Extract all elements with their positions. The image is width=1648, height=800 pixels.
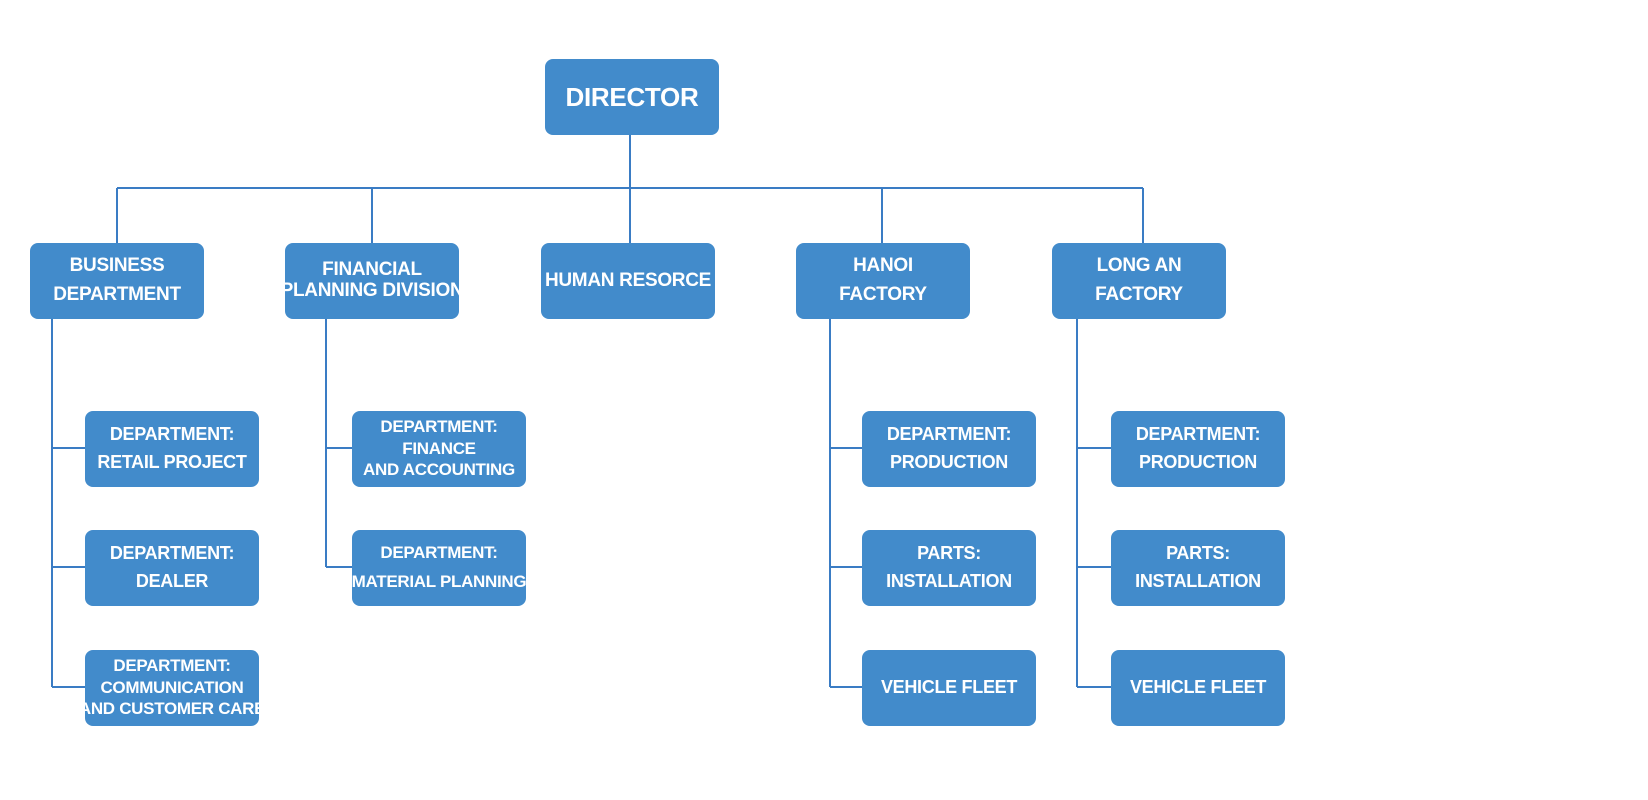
division-label-line-1: LONG AN [1096, 255, 1182, 277]
unit-hanoi-vehicle-fleet: VEHICLE FLEET [862, 650, 1036, 726]
unit-label-line-1: PARTS: [1166, 543, 1230, 564]
unit-hanoi-parts-installation: PARTS: INSTALLATION [862, 530, 1036, 606]
unit-label-line-2: FINANCE [402, 438, 476, 458]
unit-label-line-1: DEPARTMENT: [109, 543, 235, 564]
unit-communication-customer-care: DEPARTMENT: COMMUNICATION AND CUSTOMER C… [79, 650, 265, 726]
unit-long-an-vehicle-fleet: VEHICLE FLEET [1111, 650, 1285, 726]
unit-label-line-1: DEPARTMENT: [109, 424, 235, 445]
unit-label-line-1: DEPARTMENT: [380, 416, 498, 436]
director-label: DIRECTOR [565, 81, 699, 112]
division-label-line-2: FACTORY [839, 284, 927, 305]
unit-label-line-1: VEHICLE FLEET [1129, 677, 1267, 698]
unit-label-line-1: VEHICLE FLEET [880, 677, 1018, 698]
division-long-an-factory: LONG AN FACTORY [1052, 243, 1226, 319]
unit-label-line-1: DEPARTMENT: [113, 655, 231, 675]
division-label-line-1: HANOI [853, 255, 913, 277]
division-hanoi-factory: HANOI FACTORY [796, 243, 970, 319]
unit-label-line-1: DEPARTMENT: [1135, 424, 1261, 445]
division-label-line-1: FINANCIAL [322, 259, 422, 281]
division-human-resource: HUMAN RESORCE [541, 243, 715, 319]
unit-long-an-production: DEPARTMENT: PRODUCTION [1111, 411, 1285, 487]
unit-label-line-3: AND CUSTOMER CARE [78, 699, 266, 719]
division-label-line-2: PLANNING DIVISION [280, 280, 464, 301]
unit-label-line-1: DEPARTMENT: [886, 424, 1012, 445]
division-financial-planning: FINANCIAL PLANNING DIVISION [281, 243, 464, 319]
unit-label-line-2: MATERIAL PLANNING [351, 572, 527, 591]
unit-dealer: DEPARTMENT: DEALER [85, 530, 259, 606]
unit-label-line-2: INSTALLATION [886, 571, 1012, 591]
division-label-line-1: HUMAN RESORCE [544, 269, 712, 291]
unit-label-line-1: DEPARTMENT: [380, 543, 498, 563]
division-label-line-2: FACTORY [1095, 284, 1183, 305]
unit-label-line-2: RETAIL PROJECT [97, 452, 247, 472]
unit-label-line-1: PARTS: [917, 543, 981, 564]
division-label-line-1: BUSINESS [69, 255, 165, 277]
unit-material-planning: DEPARTMENT: MATERIAL PLANNING [351, 530, 527, 606]
unit-label-line-2: INSTALLATION [1135, 571, 1261, 591]
unit-label-line-2: PRODUCTION [890, 452, 1008, 472]
unit-label-line-2: COMMUNICATION [100, 677, 244, 697]
unit-label-line-2: PRODUCTION [1139, 452, 1257, 472]
unit-finance-accounting: DEPARTMENT: FINANCE AND ACCOUNTING [352, 411, 526, 487]
unit-label-line-3: AND ACCOUNTING [363, 460, 515, 480]
unit-retail-project: DEPARTMENT: RETAIL PROJECT [85, 411, 259, 487]
unit-hanoi-production: DEPARTMENT: PRODUCTION [862, 411, 1036, 487]
division-label-line-2: DEPARTMENT [53, 284, 181, 305]
unit-label-line-2: DEALER [135, 571, 209, 591]
unit-long-an-parts-installation: PARTS: INSTALLATION [1111, 530, 1285, 606]
director-box: DIRECTOR [545, 59, 719, 135]
division-business-department: BUSINESS DEPARTMENT [30, 243, 204, 319]
